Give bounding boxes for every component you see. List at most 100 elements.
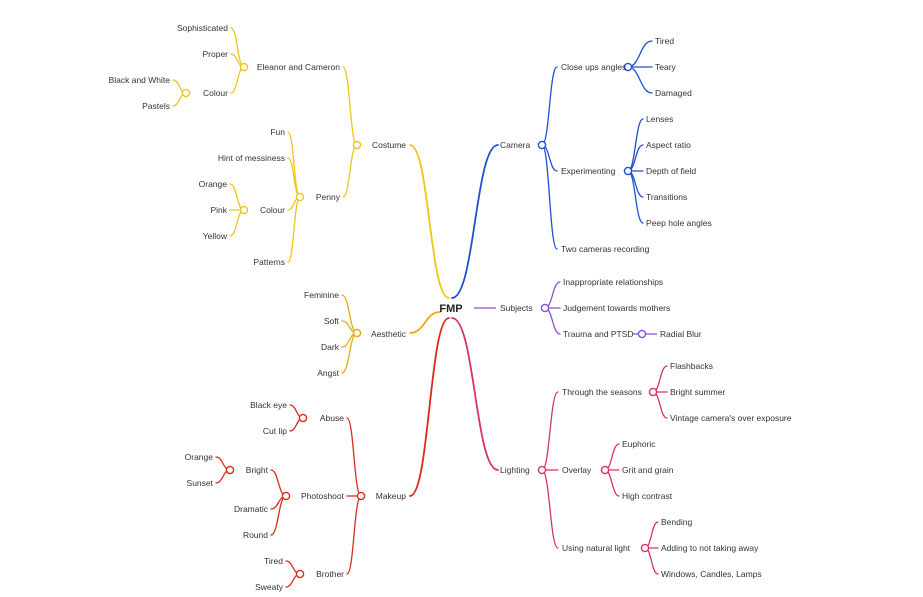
topic-dark[interactable]: Dark bbox=[321, 342, 340, 352]
connector-line bbox=[409, 144, 450, 299]
collapse-toggle[interactable] bbox=[640, 543, 650, 553]
topic-transitions[interactable]: Transitions bbox=[646, 192, 687, 202]
connector-line bbox=[627, 40, 653, 68]
topic-grit-and-grain[interactable]: Grit and grain bbox=[622, 465, 674, 475]
topic-subjects[interactable]: Subjects bbox=[500, 303, 533, 313]
connector-line bbox=[346, 495, 362, 575]
topic-through-the-seasons[interactable]: Through the seasons bbox=[562, 387, 642, 397]
topic-adding-to-not-taking-away[interactable]: Adding to not taking away bbox=[661, 543, 759, 553]
topic-eleanor-colour[interactable]: Colour bbox=[203, 88, 228, 98]
collapse-toggle[interactable] bbox=[225, 465, 235, 475]
topic-brother[interactable]: Brother bbox=[316, 569, 344, 579]
connector-line bbox=[627, 170, 644, 224]
collapse-toggle[interactable] bbox=[239, 62, 249, 72]
topic-bright-summer[interactable]: Bright summer bbox=[670, 387, 725, 397]
topic-flashbacks[interactable]: Flashbacks bbox=[670, 361, 713, 371]
collapse-toggle[interactable] bbox=[356, 491, 366, 501]
connector-line bbox=[541, 391, 559, 471]
topic-yellow[interactable]: Yellow bbox=[203, 231, 228, 241]
topic-windows-candles-lamps[interactable]: Windows, Candles, Lamps bbox=[661, 569, 762, 579]
topic-photoshoot[interactable]: Photoshoot bbox=[301, 491, 345, 501]
topic-dramatic[interactable]: Dramatic bbox=[234, 504, 269, 514]
topic-makeup[interactable]: Makeup bbox=[376, 491, 407, 501]
connector-line bbox=[230, 66, 245, 94]
connector-line bbox=[544, 281, 561, 309]
collapse-toggle[interactable] bbox=[298, 413, 308, 423]
topic-costume[interactable]: Costume bbox=[372, 140, 406, 150]
connector-line bbox=[541, 469, 559, 549]
topic-peep-hole-angles[interactable]: Peep hole angles bbox=[646, 218, 712, 228]
topic-experimenting[interactable]: Experimenting bbox=[561, 166, 616, 176]
topic-pastels[interactable]: Pastels bbox=[142, 101, 170, 111]
topic-depth-of-field[interactable]: Depth of field bbox=[646, 166, 696, 176]
topic-aesthetic[interactable]: Aesthetic bbox=[371, 329, 407, 339]
connector-line bbox=[604, 443, 620, 471]
topic-sophisticated[interactable]: Sophisticated bbox=[177, 23, 228, 33]
topic-black-eye[interactable]: Black eye bbox=[250, 400, 287, 410]
collapse-toggle[interactable] bbox=[648, 387, 658, 397]
topic-camera[interactable]: Camera bbox=[500, 140, 531, 150]
connector-line bbox=[229, 209, 245, 237]
topic-makeup-orange[interactable]: Orange bbox=[185, 452, 214, 462]
topic-round[interactable]: Round bbox=[243, 530, 268, 540]
topic-sunset[interactable]: Sunset bbox=[187, 478, 214, 488]
topic-lenses[interactable]: Lenses bbox=[646, 114, 673, 124]
topic-tired[interactable]: Tired bbox=[655, 36, 674, 46]
collapse-toggle[interactable] bbox=[600, 465, 610, 475]
topic-cut-lip[interactable]: Cut lip bbox=[263, 426, 287, 436]
collapse-toggle[interactable] bbox=[540, 303, 550, 313]
collapse-toggle[interactable] bbox=[537, 140, 547, 150]
root-topic[interactable]: FMP bbox=[439, 303, 462, 315]
topic-penny-colour[interactable]: Colour bbox=[260, 205, 285, 215]
topic-sweaty[interactable]: Sweaty bbox=[255, 582, 284, 592]
topic-inappropriate-relationships[interactable]: Inappropriate relationships bbox=[563, 277, 663, 287]
topic-hint-of-messiness[interactable]: Hint of messiness bbox=[218, 153, 285, 163]
collapse-toggle[interactable] bbox=[295, 569, 305, 579]
topic-overlay[interactable]: Overlay bbox=[562, 465, 592, 475]
topic-lighting[interactable]: Lighting bbox=[500, 465, 530, 475]
collapse-toggle[interactable] bbox=[537, 465, 547, 475]
connector-line bbox=[627, 66, 653, 94]
connector-line bbox=[346, 417, 362, 497]
topic-orange[interactable]: Orange bbox=[199, 179, 228, 189]
topic-damaged[interactable]: Damaged bbox=[655, 88, 692, 98]
topic-proper[interactable]: Proper bbox=[202, 49, 228, 59]
connector-line bbox=[627, 118, 644, 172]
topic-radial-blur[interactable]: Radial Blur bbox=[660, 329, 702, 339]
connector-line bbox=[409, 317, 450, 497]
collapse-toggle[interactable] bbox=[637, 329, 647, 339]
collapse-toggle[interactable] bbox=[623, 62, 633, 72]
topic-high-contrast[interactable]: High contrast bbox=[622, 491, 673, 501]
topic-makeup-tired[interactable]: Tired bbox=[264, 556, 283, 566]
topic-close-ups-angles[interactable]: Close ups angles bbox=[561, 62, 626, 72]
topic-abuse[interactable]: Abuse bbox=[320, 413, 344, 423]
collapse-toggle[interactable] bbox=[352, 140, 362, 150]
collapse-toggle[interactable] bbox=[623, 166, 633, 176]
topic-using-natural-light[interactable]: Using natural light bbox=[562, 543, 631, 553]
topic-trauma-and-ptsd[interactable]: Trauma and PTSD bbox=[563, 329, 634, 339]
topic-angst[interactable]: Angst bbox=[317, 368, 339, 378]
collapse-toggle[interactable] bbox=[239, 205, 249, 215]
topic-patterns[interactable]: Patterns bbox=[253, 257, 285, 267]
topic-judgement-towards-mothers[interactable]: Judgement towards mothers bbox=[563, 303, 670, 313]
topic-teary[interactable]: Teary bbox=[655, 62, 677, 72]
collapse-toggle[interactable] bbox=[352, 328, 362, 338]
topic-soft[interactable]: Soft bbox=[324, 316, 340, 326]
topic-feminine[interactable]: Feminine bbox=[304, 290, 339, 300]
topic-pink[interactable]: Pink bbox=[210, 205, 227, 215]
topic-bending[interactable]: Bending bbox=[661, 517, 692, 527]
collapse-toggle[interactable] bbox=[181, 88, 191, 98]
topic-vintage-camera-over-exposure[interactable]: Vintage camera's over exposure bbox=[670, 413, 792, 423]
topic-euphoric[interactable]: Euphoric bbox=[622, 439, 656, 449]
topic-bright[interactable]: Bright bbox=[246, 465, 269, 475]
connector-line bbox=[541, 144, 558, 250]
collapse-toggle[interactable] bbox=[281, 491, 291, 501]
topic-two-cameras-recording[interactable]: Two cameras recording bbox=[561, 244, 650, 254]
collapse-toggle[interactable] bbox=[295, 192, 305, 202]
topic-penny[interactable]: Penny bbox=[316, 192, 341, 202]
topic-aspect-ratio[interactable]: Aspect ratio bbox=[646, 140, 691, 150]
topic-black-and-white[interactable]: Black and White bbox=[109, 75, 171, 85]
topic-fun[interactable]: Fun bbox=[270, 127, 285, 137]
connector-line bbox=[270, 469, 287, 497]
topic-eleanor-and-cameron[interactable]: Eleanor and Cameron bbox=[257, 62, 340, 72]
